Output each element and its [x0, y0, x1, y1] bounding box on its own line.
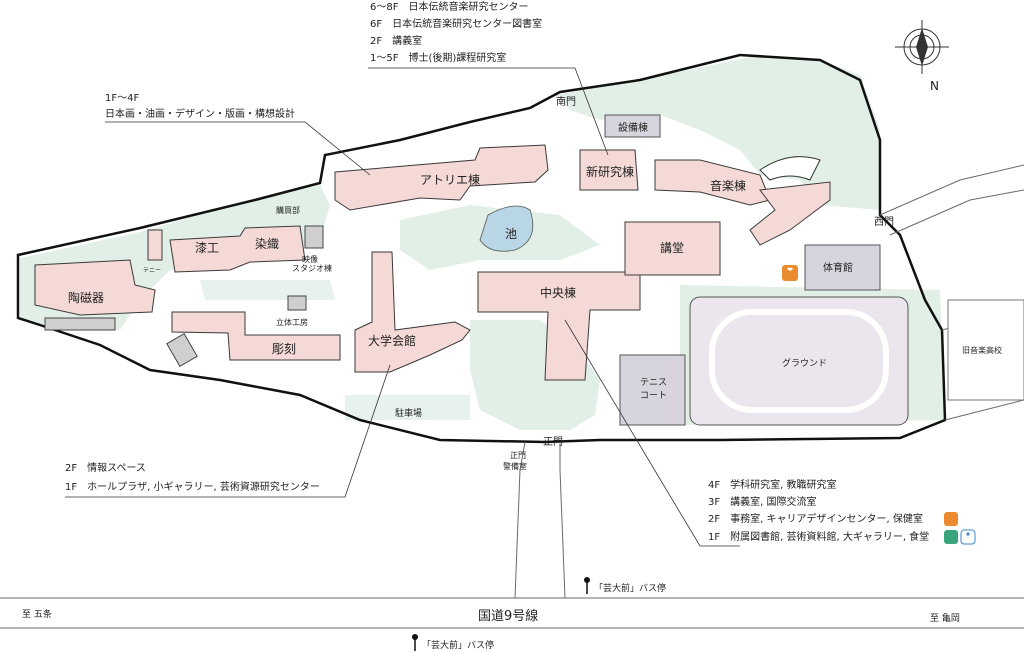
building-shikko: [169, 225, 306, 273]
label-kodo: 講堂: [660, 240, 684, 255]
label-seimon-keibi: 正門 警備室: [503, 451, 529, 471]
ground-field: [689, 296, 909, 426]
building-daigaku-kaikan: [354, 251, 471, 373]
building-ongaku: [654, 159, 771, 206]
callout-chuo-line-1: 4F 学科研究室, 教職研究室: [708, 478, 836, 491]
label-daigaku-kaikan: 大学会館: [368, 333, 416, 348]
roads: [0, 164, 1024, 629]
label-kyu-ongaku: 旧音楽高校: [962, 345, 1002, 355]
label-ongaku: 音楽棟: [710, 178, 746, 193]
callout-chuo-line-3: 2F 事務室, キャリアデザインセンター, 保健室: [708, 512, 923, 525]
label-ike: 池: [505, 227, 517, 241]
label-kobai: 購買部: [276, 205, 300, 215]
callout-kaikan: 2F 情報スペース 1F ホールプラザ, 小ギャラリー, 芸術資源研究センター: [65, 461, 320, 493]
label-atelier: アトリエ棟: [420, 172, 480, 187]
building-setsubi: [604, 114, 661, 138]
building-shinkenkyu: [579, 149, 639, 191]
label-tennis-line1: テニス: [640, 377, 667, 388]
callout-kaikan-line-2: 1F ホールプラザ, 小ギャラリー, 芸術資源研究センター: [65, 480, 320, 493]
label-setsubi: 設備棟: [618, 121, 648, 134]
callout-chuo: 4F 学科研究室, 教職研究室 3F 講義室, 国際交流室 2F 事務室, キャ…: [708, 478, 976, 545]
callout-shinkenkyu-line-1: 6～8F 日本伝統音楽研究センター: [370, 0, 528, 13]
callout-shinkenkyu: 6～8F 日本伝統音楽研究センター 6F 日本伝統音楽研究センター図書室 2F …: [370, 0, 542, 64]
building-chuo: [477, 271, 641, 381]
building-kodo: [624, 221, 721, 276]
label-seimon-keibi-line1: 正門: [510, 451, 526, 460]
callout-shinkenkyu-line-4: 1～5F 博士(後期)課程研究室: [370, 51, 506, 64]
label-bus-stop-2: 「芸大前」バス停: [422, 639, 494, 651]
label-shikko: 漆工: [195, 241, 219, 255]
label-saimon: 西門: [874, 216, 894, 228]
label-shinkenkyu: 新研究棟: [586, 164, 634, 179]
label-chushajo: 駐車場: [395, 407, 422, 419]
label-eizo-line1: 映像: [302, 254, 318, 264]
label-seimon-keibi-line2: 警備室: [503, 461, 527, 471]
aed-icon: [944, 512, 958, 526]
label-chuo: 中央棟: [540, 285, 576, 300]
callout-chuo-line-4: 1F 附属図書館, 芸術資料館, 大ギャラリー, 食堂: [708, 530, 929, 543]
label-tennis: テニス コート: [640, 377, 670, 401]
label-to-gojo: 至 五条: [22, 608, 52, 620]
label-nanmon: 南門: [556, 95, 576, 108]
label-route9: 国道9号線: [478, 608, 538, 624]
building-tojiki: [34, 259, 156, 316]
road-labels: 国道9号線 至 五条 至 亀岡 「芸大前」バス停 「芸大前」バス停: [22, 577, 960, 651]
compass-icon: N: [895, 20, 949, 93]
building-atelier: [334, 144, 549, 211]
building-rittai-kobo: [287, 295, 307, 311]
label-eizo: 映像 スタジオ棟: [292, 254, 332, 273]
tennis-court: [619, 354, 686, 426]
campus-boundary: [16, 53, 947, 444]
label-tennis-line2: コート: [640, 391, 667, 401]
label-seimon: 正門: [543, 436, 563, 448]
label-eizo-line2: スタジオ棟: [292, 263, 332, 273]
building-taiikukan: [804, 244, 881, 291]
building-labels: アトリエ棟 漆工 染織 陶磁器 映像 スタジオ棟 購買部 立体工房 彫刻 大学会…: [68, 121, 1002, 471]
label-to-kameoka: 至 亀岡: [930, 612, 960, 624]
building-eizo-studio: [304, 225, 324, 249]
building-ongaku-wing: [749, 181, 831, 246]
buildings: [34, 114, 909, 426]
label-bus-stop-1: 「芸大前」バス停: [594, 582, 666, 594]
callout-shinkenkyu-line-2: 6F 日本伝統音楽研究センター図書室: [370, 17, 542, 30]
callout-atelier-line-1: 1F～4F: [105, 93, 139, 104]
callout-kaikan-line-1: 2F 情報スペース: [65, 461, 146, 474]
gates: 南門 正門 西門: [543, 95, 894, 448]
label-tojiki: 陶磁器: [68, 290, 104, 305]
label-ground: グラウンド: [782, 357, 827, 369]
label-senshoku: 染織: [255, 236, 279, 251]
compass-label: N: [930, 79, 939, 93]
aed-icon: [782, 265, 798, 281]
callout-atelier-line-2: 日本画・油画・デザイン・版画・構想設計: [105, 107, 295, 120]
building-chokoku: [171, 311, 341, 361]
amphitheater: [759, 156, 821, 181]
callout-atelier: 1F～4F 日本画・油画・デザイン・版画・構想設計: [105, 93, 295, 120]
callout-chuo-line-2: 3F 講義室, 国際交流室: [708, 495, 816, 508]
accessible-toilet-icon: [944, 529, 976, 545]
leader-lines: [65, 67, 740, 547]
label-chokoku: 彫刻: [272, 342, 296, 356]
label-rittai: 立体工房: [276, 317, 308, 327]
callout-shinkenkyu-line-3: 2F 講義室: [370, 34, 422, 47]
pond: [479, 205, 534, 252]
label-tenisu-small: テニー: [143, 267, 161, 274]
label-taiikukan: 体育館: [823, 261, 853, 274]
